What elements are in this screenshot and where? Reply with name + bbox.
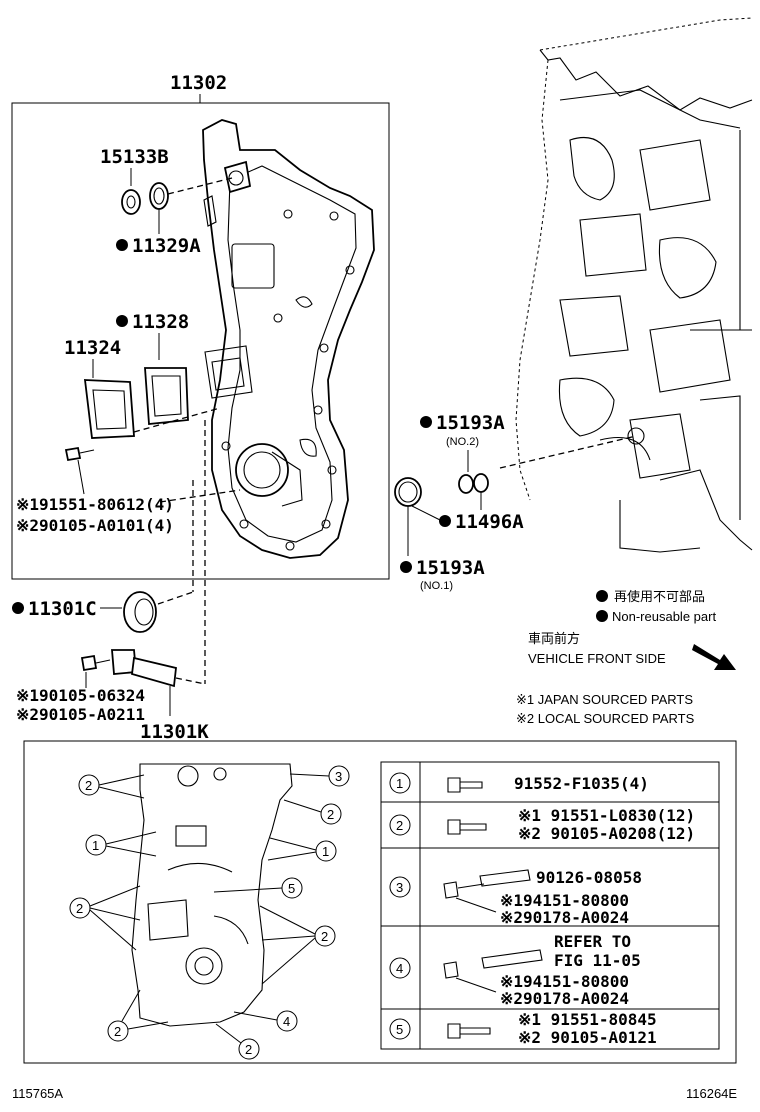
legend: 再使用不可部品 Non-reusable part 車両前方 VEHICLE F… bbox=[516, 589, 736, 726]
note-local-sourced: ※2 LOCAL SOURCED PARTS bbox=[516, 711, 695, 726]
row-5-part-local[interactable]: ※2 90105-A0121 bbox=[518, 1028, 657, 1047]
legend-nonreusable-jp: 再使用不可部品 bbox=[614, 589, 705, 604]
label-no2: (NO.2) bbox=[446, 436, 479, 448]
upper-assembly: 11302 bbox=[11, 72, 390, 743]
part-11328[interactable]: 11328 bbox=[132, 311, 189, 333]
part-15133B[interactable]: 15133B bbox=[100, 146, 169, 168]
row-5-part-japan[interactable]: ※1 91551-80845 bbox=[518, 1010, 657, 1029]
bolt-table: 1 91552-F1035(4) 2 ※1 91551-L0830(12) ※2… bbox=[380, 761, 720, 1050]
row-3-part-japan[interactable]: ※194151-80800 bbox=[500, 891, 629, 910]
callout-2f: 2 bbox=[245, 1042, 252, 1057]
row-4-part-local[interactable]: ※290178-A0024 bbox=[500, 989, 629, 1008]
table-row: 1 91552-F1035(4) bbox=[389, 772, 649, 794]
part-11329A[interactable]: 11329A bbox=[132, 235, 201, 257]
bolt-a-local[interactable]: ※290105-A0101(4) bbox=[16, 516, 174, 535]
part-11496A[interactable]: 11496A bbox=[455, 511, 524, 533]
part-15193A-no1[interactable]: 15193A bbox=[416, 557, 485, 579]
timing-cover-drawing bbox=[202, 119, 375, 559]
legend-nonreusable-en: Non-reusable part bbox=[612, 609, 716, 624]
row-1-part[interactable]: 91552-F1035(4) bbox=[514, 774, 649, 793]
bolt-a-japan[interactable]: ※191551-80612(4) bbox=[16, 495, 174, 514]
bolt-b-japan[interactable]: ※190105-06324 bbox=[16, 686, 145, 705]
table-row: 2 ※1 91551-L0830(12) ※2 90105-A0208(12) bbox=[389, 806, 695, 843]
callout-2e: 2 bbox=[114, 1024, 121, 1039]
callout-1a: 1 bbox=[92, 838, 99, 853]
callout-5: 5 bbox=[288, 881, 295, 896]
o-rings: 15193A (NO.2) 11496A 15193A (NO.1) bbox=[394, 412, 524, 592]
row-2-part-japan[interactable]: ※1 91551-L0830(12) bbox=[518, 806, 695, 825]
callout-2b: 2 bbox=[327, 807, 334, 822]
row-4-part-japan[interactable]: ※194151-80800 bbox=[500, 972, 629, 991]
part-11301C[interactable]: 11301C bbox=[28, 598, 97, 620]
callouts: 2 3 2 1 1 5 2 2 bbox=[69, 765, 350, 1060]
row-5-number: 5 bbox=[396, 1022, 403, 1037]
row-3-number: 3 bbox=[396, 880, 403, 895]
table-row: 5 ※1 91551-80845 ※2 90105-A0121 bbox=[389, 1010, 657, 1047]
row-4-refer-line1[interactable]: REFER TO bbox=[554, 932, 631, 951]
callout-3: 3 bbox=[335, 769, 342, 784]
vehicle-front-jp: 車両前方 bbox=[528, 631, 580, 646]
assembly-frame bbox=[11, 102, 390, 580]
row-4-refer-line2[interactable]: FIG 11-05 bbox=[554, 951, 641, 970]
bolt-location-drawing bbox=[131, 763, 293, 1027]
row-1-number: 1 bbox=[396, 776, 403, 791]
vehicle-front-arrow-icon bbox=[692, 644, 736, 670]
part-15193A-no2[interactable]: 15193A bbox=[436, 412, 505, 434]
figure-code-right: 116264E bbox=[686, 1086, 737, 1101]
row-4-number: 4 bbox=[396, 961, 403, 976]
label-no1: (NO.1) bbox=[420, 580, 453, 592]
bolt-b-local[interactable]: ※290105-A0211 bbox=[16, 705, 145, 724]
table-row: 3 90126-08058 ※194151-80800 ※290178-A002… bbox=[389, 868, 642, 927]
row-2-number: 2 bbox=[396, 818, 403, 833]
bolt-location-frame bbox=[23, 740, 737, 1064]
main-part-number[interactable]: 11302 bbox=[170, 72, 227, 94]
callout-2d: 2 bbox=[321, 929, 328, 944]
callout-4: 4 bbox=[283, 1014, 290, 1029]
callout-2c: 2 bbox=[76, 901, 83, 916]
note-japan-sourced: ※1 JAPAN SOURCED PARTS bbox=[516, 692, 693, 707]
table-row: 4 REFER TO FIG 11-05 ※194151-80800 ※2901… bbox=[389, 932, 641, 1008]
vehicle-front-en: VEHICLE FRONT SIDE bbox=[528, 651, 666, 666]
row-2-part-local[interactable]: ※2 90105-A0208(12) bbox=[518, 824, 695, 843]
callout-1b: 1 bbox=[322, 844, 329, 859]
part-11324[interactable]: 11324 bbox=[64, 337, 121, 359]
figure-code-left: 115765A bbox=[12, 1086, 63, 1101]
row-3-part-local[interactable]: ※290178-A0024 bbox=[500, 908, 629, 927]
engine-block-drawing bbox=[499, 17, 753, 553]
row-3-part-a[interactable]: 90126-08058 bbox=[536, 868, 642, 887]
callout-2a: 2 bbox=[85, 778, 92, 793]
part-11301K[interactable]: 11301K bbox=[140, 721, 209, 743]
